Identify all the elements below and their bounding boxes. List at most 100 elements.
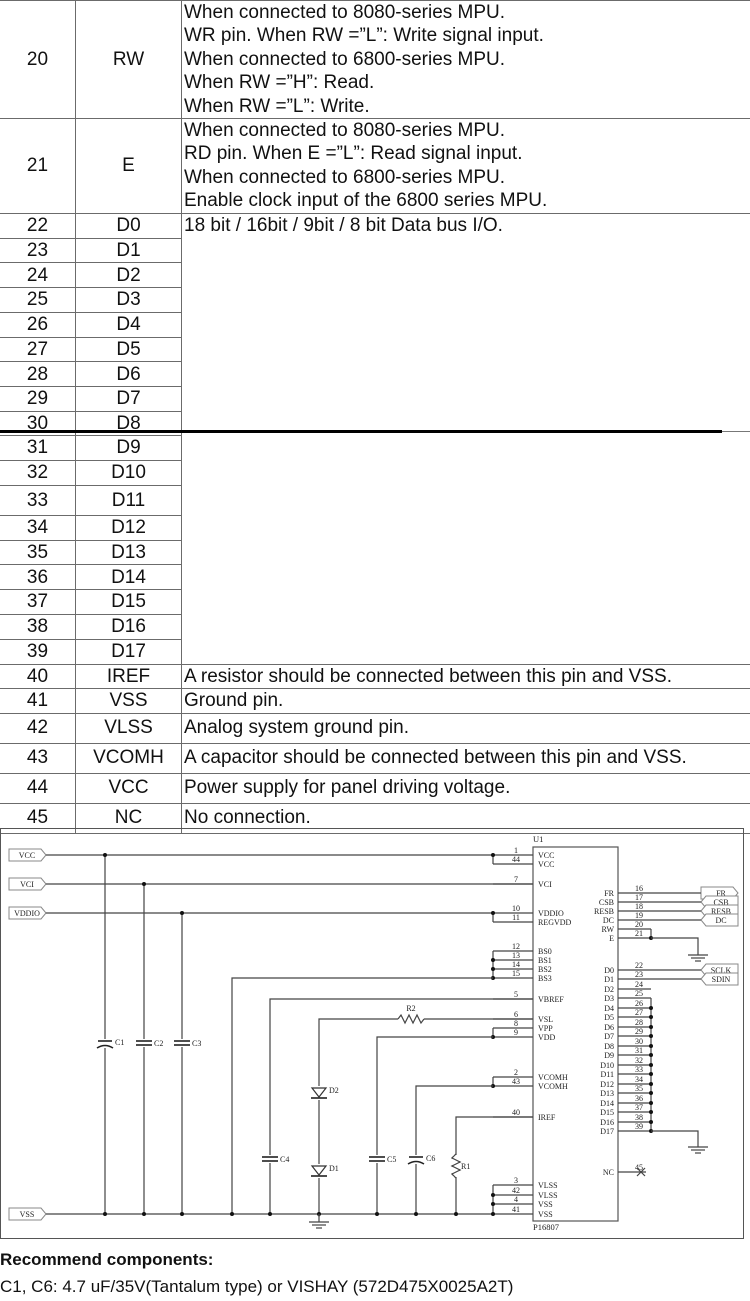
description-line: RD pin. When E =”L”: Read signal input.	[184, 143, 523, 165]
junction-dot	[491, 1212, 495, 1216]
pin-name-label: D0	[604, 966, 614, 975]
junction-dot	[454, 1212, 458, 1216]
pin-number-label: 20	[635, 920, 643, 929]
pin-number-label: 38	[635, 1113, 643, 1122]
pin-name-label: D17	[600, 1127, 614, 1136]
capacitor-label: C1	[115, 1038, 124, 1047]
pin-signal: D4	[75, 311, 182, 338]
pin-number-label: 4	[514, 1195, 518, 1204]
description-line: When RW =”L”: Write.	[184, 95, 370, 117]
pin-name-label: CSB	[599, 898, 614, 907]
pin-number: 44	[0, 772, 76, 804]
junction-dot	[230, 1212, 234, 1216]
junction-dot	[649, 1082, 653, 1086]
pin-number-label: 12	[512, 942, 520, 951]
wire	[651, 937, 699, 947]
diode-triangle	[310, 1165, 328, 1176]
pin-number: 21	[0, 118, 76, 215]
junction-dot	[180, 1212, 184, 1216]
pin-name-label: VCC	[538, 851, 554, 860]
pin-number: 43	[0, 742, 76, 774]
pin-name-label: D16	[600, 1118, 614, 1127]
pin-signal: D2	[75, 262, 182, 289]
pin-number: 23	[0, 238, 76, 264]
pin-signal: E	[75, 118, 182, 215]
pin-number-label: 22	[635, 961, 643, 970]
description-line: When connected to 8080-series MPU.	[184, 2, 506, 23]
junction-dot	[649, 1053, 653, 1057]
pin-name-label: D9	[604, 1051, 614, 1060]
pin-number-label: 23	[635, 970, 643, 979]
pin-name-label: VBREF	[538, 995, 564, 1004]
pin-number-label: 17	[635, 893, 643, 902]
junction-dot	[649, 1015, 653, 1019]
junction-dot	[649, 1006, 653, 1010]
diode-label: D2	[329, 1086, 339, 1095]
pin-number-label: 7	[514, 875, 518, 884]
pin-name-label: VLSS	[538, 1181, 558, 1190]
pin-number: 26	[0, 311, 76, 338]
pin-number-label: 44	[512, 855, 520, 864]
port-label-dc: DC	[715, 916, 726, 925]
junction-dot	[649, 1120, 653, 1124]
pin-signal: VCC	[75, 772, 182, 804]
pin-number-label: 5	[514, 990, 518, 999]
recommend-components-title: Recommend components:	[0, 1250, 214, 1269]
recommend-components-line: C1, C6: 4.7 uF/35V(Tantalum type) or VIS…	[0, 1277, 514, 1296]
pin-name-label: VCOMH	[538, 1073, 568, 1082]
pin-number-label: 32	[635, 1056, 643, 1065]
capacitor-label: C5	[387, 1155, 396, 1164]
pin-number: 34	[0, 515, 76, 542]
resistor-r2	[397, 1013, 425, 1025]
pin-name-label: VCOMH	[538, 1082, 568, 1091]
pin-name-label: VSS	[538, 1210, 553, 1219]
pin-number-label: 18	[635, 902, 643, 911]
pin-name-label: NC	[603, 1168, 614, 1177]
junction-dot	[491, 967, 495, 971]
port-flag	[8, 1207, 47, 1221]
pin-name-label: RESB	[594, 907, 614, 916]
junction-dot	[491, 1193, 495, 1197]
pin-signal: D14	[75, 564, 182, 591]
port-flag	[8, 877, 47, 891]
pin-number-label: 3	[514, 1176, 518, 1185]
pin-signal: D10	[75, 460, 182, 487]
pin-name-label: BS3	[538, 974, 552, 983]
wire	[651, 1130, 699, 1139]
port-label-vci: VCI	[20, 880, 34, 889]
pin-signal: RW	[75, 0, 182, 120]
port-label-csb: CSB	[713, 898, 728, 907]
pin-signal: D3	[75, 287, 182, 313]
pin-name-label: VCC	[538, 860, 554, 869]
pin-name-label: REGVDD	[538, 918, 572, 927]
port-label-sdin: SDIN	[712, 975, 731, 984]
junction-dot	[649, 1072, 653, 1076]
junction-dot	[268, 1212, 272, 1216]
pin-name-label: D1	[604, 975, 614, 984]
junction-dot	[649, 1110, 653, 1114]
pin-number-label: 40	[512, 1108, 520, 1117]
junction-dot	[649, 1091, 653, 1095]
wire	[455, 1116, 533, 1214]
wire	[415, 1085, 493, 1214]
junction-dot	[649, 1101, 653, 1105]
pin-name-label: D6	[604, 1023, 614, 1032]
pin-name-label: IREF	[538, 1113, 556, 1122]
pin-signal: D6	[75, 361, 182, 388]
capacitor-label: C6	[426, 1154, 435, 1163]
pin-number-label: 8	[514, 1019, 518, 1028]
cap-gap	[368, 1155, 386, 1163]
pin-name-label: D8	[604, 1042, 614, 1051]
page-cut-line	[0, 430, 722, 433]
pin-signal: D5	[75, 336, 182, 363]
pin-number: 29	[0, 386, 76, 412]
pin-number-label: 43	[512, 1077, 520, 1086]
